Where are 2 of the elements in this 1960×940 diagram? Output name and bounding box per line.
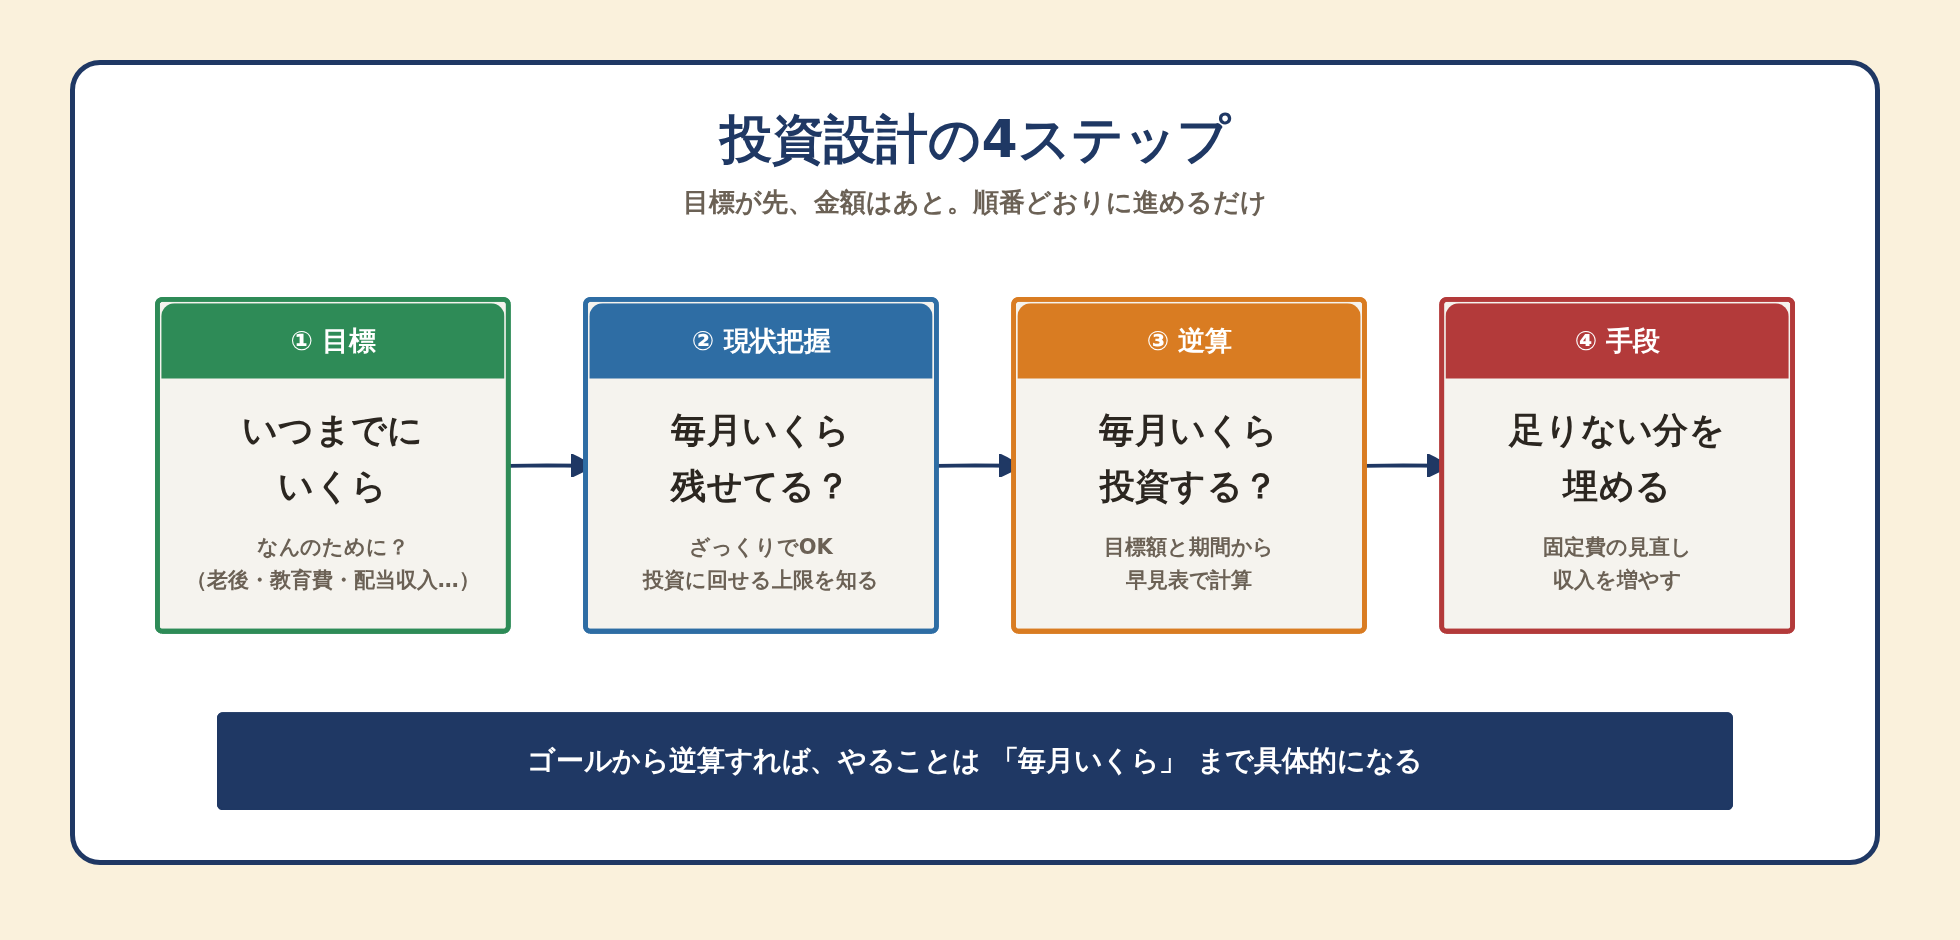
diagram-subtitle: 目標が先、金額はあと。順番どおりに進めるだけ: [682, 186, 1268, 219]
diagram-title: 投資設計の4ステップ: [717, 108, 1233, 171]
